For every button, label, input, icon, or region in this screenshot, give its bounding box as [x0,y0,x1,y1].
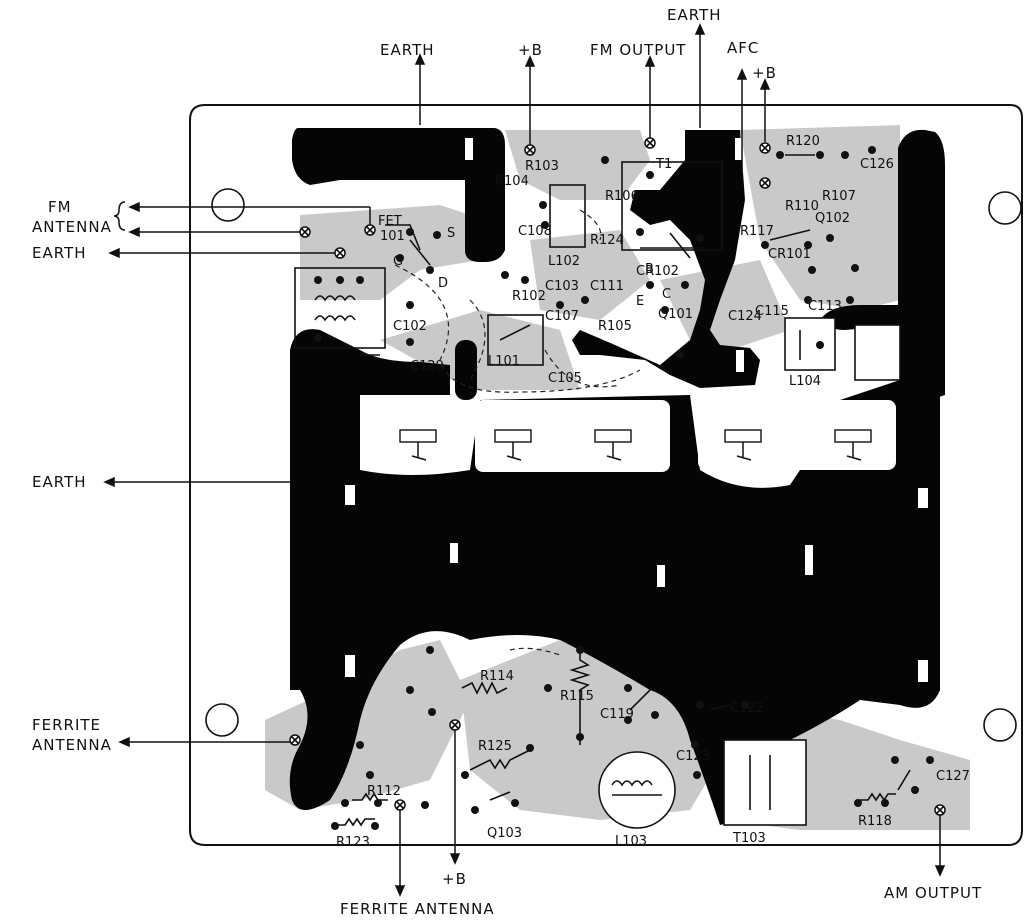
comp-label: E [636,294,644,309]
component-symbols [294,154,911,829]
comp-label: CR102 [636,264,679,279]
label-plus-b-top: +B [518,41,543,59]
label-afc: AFC [727,39,759,57]
mounting-hole-bottom-left [205,703,239,737]
label-plus-b-top-right: +B [752,64,777,82]
label-fm-antenna-line1: FM [48,198,72,216]
comp-label: R112 [367,784,401,799]
comp-label: T103 [732,831,766,846]
comp-label: C105 [548,371,582,386]
comp-label: Q103 [487,826,522,841]
comp-label: R106 [605,189,639,204]
comp-label: C107 [545,309,579,324]
solder-pads [314,146,934,830]
external-labels: EARTH +B FM OUTPUT EARTH AFC +B FM ANTEN… [32,6,982,918]
comp-label: L102 [548,254,580,269]
mounting-hole-bottom-right [983,708,1017,742]
comp-label: Q101 [658,307,693,322]
comp-label: C127 [936,769,970,784]
comp-label: R115 [560,689,594,704]
terminal-fm-antenna-earth [299,226,311,238]
comp-label: G [393,254,403,269]
comp-label: C102 [393,319,427,334]
comp-label: CR101 [768,247,811,262]
comp-label: L104 [789,374,821,389]
comp-label: C129 [410,359,444,374]
terminal-fm-antenna [364,224,376,236]
comp-label: R104 [495,174,529,189]
comp-label: R123 [336,835,370,850]
comp-label: R102 [512,289,546,304]
comp-label: R117 [740,224,774,239]
comp-label: C [662,287,671,302]
terminal-earth-fm [334,247,346,259]
comp-label: C111 [590,279,624,294]
copper-slots [345,138,928,682]
external-leads [103,23,946,897]
terminal-ferrite-bottom [394,799,406,811]
comp-label: 101 [380,229,405,244]
dashed-wires [394,209,641,656]
comp-label: D [438,276,448,291]
comp-label: C122 [730,701,764,716]
label-fm-antenna-line2: ANTENNA [32,218,112,236]
comp-label: C126 [860,157,894,172]
copper-earth-planes [289,128,945,825]
comp-label: C119 [600,707,634,722]
trimmer-area [368,400,896,472]
terminal-ferrite-left [289,734,301,746]
label-am-output: AM OUTPUT [884,884,982,902]
comp-label: B [645,262,654,277]
label-earth-mid: EARTH [32,473,87,491]
comp-label: C108 [518,224,552,239]
comp-label: Q102 [815,211,850,226]
comp-label: C115 [755,304,789,319]
terminal-plus-b-right [759,142,771,154]
label-earth-top-left: EARTH [380,41,435,59]
label-plus-b-bottom: +B [442,870,467,888]
comp-label: R124 [590,233,624,248]
label-ferrite-antenna-left-1: FERRITE [32,716,101,734]
component-labels: FET 101 G D S C102 C129 L101 C105 C107 C… [336,134,970,850]
mounting-hole-top-left [211,188,245,222]
comp-label: R105 [598,319,632,334]
comp-label: S [447,226,455,241]
comp-label: C124 [728,309,762,324]
comp-label: C123 [676,749,710,764]
label-earth-top: EARTH [667,6,722,24]
comp-label: R103 [525,159,559,174]
label-fm-output: FM OUTPUT [590,41,686,59]
terminal-fm-output [644,137,656,149]
terminal-plus-b-bottom [449,719,461,731]
comp-label: T1 [655,157,672,172]
comp-label: C103 [545,279,579,294]
comp-label: L101 [488,354,520,369]
comp-label: R114 [480,669,514,684]
comp-label: FET [378,214,402,229]
comp-label: L103 [615,834,647,849]
comp-label: R125 [478,739,512,754]
terminal-am-output [934,804,946,816]
comp-label: C113 [808,299,842,314]
comp-label: R110 [785,199,819,214]
comp-label: R107 [822,189,856,204]
terminal-plus-b-top [524,144,536,156]
comp-label: R120 [786,134,820,149]
mounting-hole-top-right [988,191,1022,225]
label-ferrite-antenna-left-2: ANTENNA [32,736,112,754]
terminal-afc [759,177,771,189]
comp-label: R118 [858,814,892,829]
label-earth-fm: EARTH [32,244,87,262]
label-ferrite-antenna-bottom: FERRITE ANTENNA [340,900,495,918]
